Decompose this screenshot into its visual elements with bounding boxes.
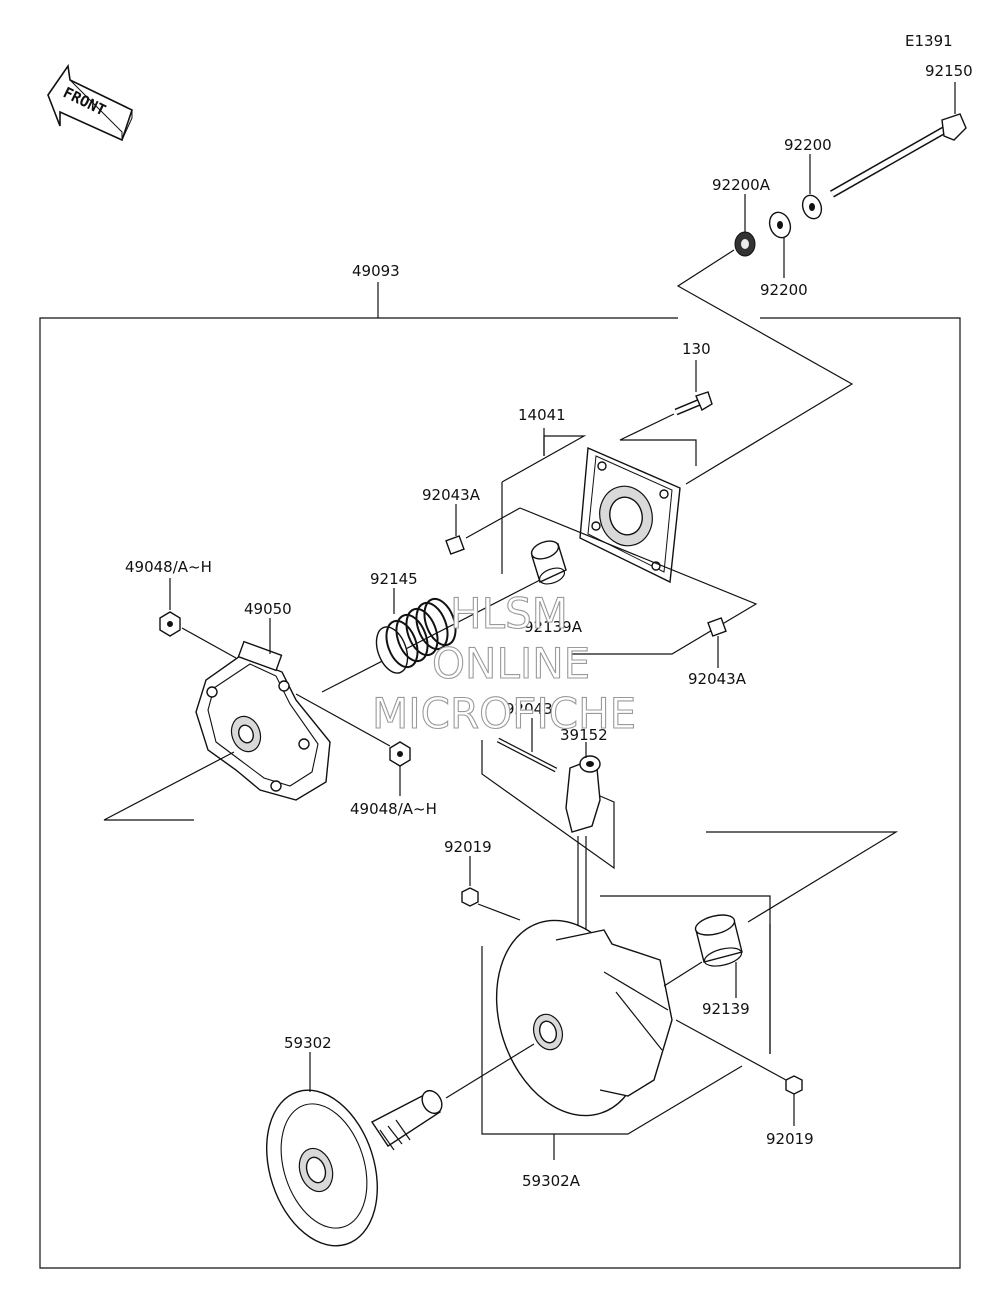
dowel-92043A-left <box>445 535 465 555</box>
label-92200A: 92200A <box>712 176 771 194</box>
diagram-code: E1391 <box>905 32 953 50</box>
nut-92019-right <box>785 1075 803 1095</box>
label-92200-top: 92200 <box>784 136 832 154</box>
label-14041: 14041 <box>518 406 566 424</box>
washer-92200-bottom <box>768 211 792 239</box>
label-92043A-left: 92043A <box>422 486 481 504</box>
bolt-92150 <box>830 113 967 198</box>
roller-39152 <box>565 755 601 833</box>
bushing-92200A <box>734 231 756 257</box>
assembly-frame <box>39 282 961 1269</box>
washer-92200-top <box>801 194 823 220</box>
label-49048-top: 49048/A~H <box>125 558 212 576</box>
label-92043A-right: 92043A <box>688 670 747 688</box>
sheave-59302A <box>495 919 673 1117</box>
pin-92043 <box>496 737 558 773</box>
bushing-92139 <box>694 914 743 967</box>
bushing-92139A <box>530 540 567 585</box>
label-49093: 49093 <box>352 262 400 280</box>
label-92139: 92139 <box>702 1000 750 1018</box>
bracket-14041 <box>579 446 681 584</box>
nut-92019-left <box>461 887 479 907</box>
spider-49050 <box>195 640 331 801</box>
label-92139A: 92139A <box>524 618 583 636</box>
sheave-59302 <box>266 1089 443 1247</box>
label-92145: 92145 <box>370 570 418 588</box>
label-49048-bottom: 49048/A~H <box>350 800 437 818</box>
label-92019-right: 92019 <box>766 1130 814 1148</box>
watermark-line3: MICROFICHE <box>372 689 636 738</box>
watermark: HLSM ONLINE MICROFICHE <box>371 588 636 738</box>
watermark-line1: HLSM <box>450 589 568 638</box>
dowel-92043A-right <box>707 617 727 637</box>
label-49050: 49050 <box>244 600 292 618</box>
label-92019-left: 92019 <box>444 838 492 856</box>
label-130: 130 <box>682 340 711 358</box>
front-arrow-icon: FRONT <box>47 63 133 142</box>
label-59302: 59302 <box>284 1034 332 1052</box>
spring-92145 <box>375 597 457 674</box>
bolt-130 <box>674 391 713 416</box>
label-92043: 92043 <box>505 700 553 718</box>
label-39152: 39152 <box>560 726 608 744</box>
nut-49048-top <box>159 611 181 637</box>
nut-49048-bottom <box>389 741 411 767</box>
label-92150: 92150 <box>925 62 973 80</box>
watermark-line2: ONLINE <box>432 639 590 688</box>
label-59302A: 59302A <box>522 1172 581 1190</box>
label-92200-bottom: 92200 <box>760 281 808 299</box>
